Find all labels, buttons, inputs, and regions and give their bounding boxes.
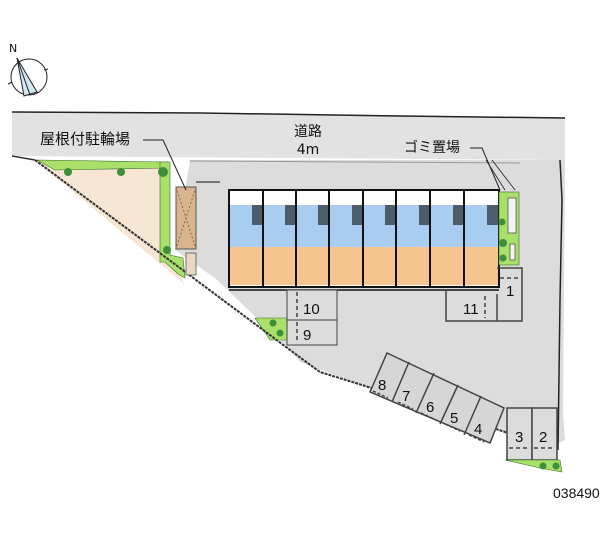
parking-space-11[interactable]: 11 (445, 290, 498, 322)
unit[interactable] (430, 205, 464, 285)
parking-space-2[interactable]: 2 (531, 407, 558, 461)
svg-text:6: 6 (426, 399, 434, 416)
parking-space-1[interactable]: 1 (497, 267, 523, 322)
tree-icon (552, 462, 560, 470)
bicycle-parking-label: 屋根付駐輪場 (40, 130, 130, 148)
road-width-label: 4m (297, 142, 320, 158)
parking-space-9[interactable]: 9 (286, 319, 338, 346)
svg-text:1: 1 (506, 283, 514, 300)
apartment-building[interactable] (228, 189, 500, 291)
parking-space-10[interactable]: 10 (286, 289, 338, 321)
parking-space-7[interactable]: 7 (397, 372, 435, 414)
parking-space-4[interactable]: 4 (468, 421, 485, 443)
tree-icon (163, 246, 171, 254)
garbage-area-label: ゴミ置場 (404, 139, 460, 156)
parking-space-8[interactable]: 8 (372, 361, 410, 403)
svg-text:3: 3 (515, 429, 523, 446)
parking-space-5[interactable]: 5 (444, 395, 482, 436)
svg-text:10: 10 (303, 301, 320, 318)
unit[interactable] (363, 205, 396, 285)
property-code: 038490 (553, 485, 600, 501)
tree-icon (498, 218, 506, 226)
tree-icon (276, 329, 284, 337)
unit[interactable] (230, 205, 263, 285)
tree-icon (269, 319, 277, 327)
unit[interactable] (263, 205, 296, 285)
tree-icon (539, 462, 547, 470)
tree-icon (64, 168, 72, 176)
compass-north-icon: N (7, 42, 49, 97)
bicycle-shelter[interactable] (175, 181, 220, 276)
unit[interactable] (464, 205, 498, 285)
parking-space-3[interactable]: 3 (506, 407, 533, 461)
svg-text:5: 5 (450, 410, 458, 427)
svg-text:4: 4 (474, 421, 482, 438)
tree-icon (117, 168, 125, 176)
compass-north-label: N (9, 42, 17, 55)
parking-space-6[interactable]: 6 (420, 384, 459, 425)
svg-text:8: 8 (378, 377, 386, 394)
garbage-area[interactable] (498, 191, 520, 266)
svg-text:7: 7 (402, 388, 410, 405)
svg-text:9: 9 (303, 327, 311, 344)
road-label: 道路 (294, 124, 322, 140)
tree-icon (499, 239, 507, 247)
svg-text:11: 11 (463, 301, 479, 318)
unit[interactable] (396, 205, 430, 285)
unit[interactable] (296, 205, 329, 285)
svg-text:2: 2 (539, 429, 547, 446)
unit[interactable] (329, 205, 363, 285)
tree-icon (499, 254, 507, 262)
greenery (36, 159, 291, 341)
road (11, 111, 566, 160)
tree-icon (158, 167, 168, 177)
